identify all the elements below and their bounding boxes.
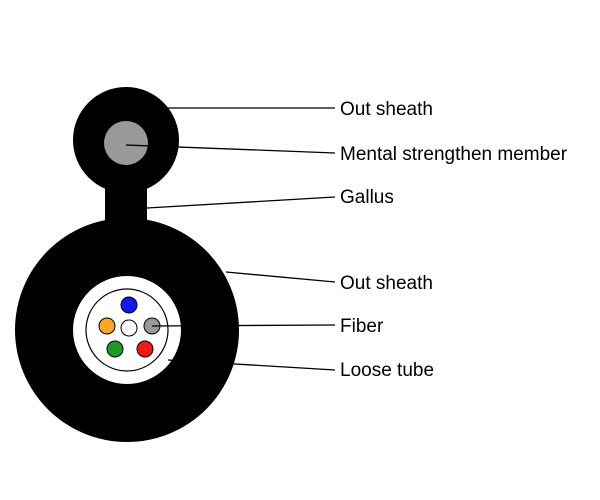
- fiber-blue: [120, 296, 138, 314]
- leader-line-gallus: [146, 196, 336, 209]
- label-cable-out-sheath: Out sheath: [340, 273, 433, 294]
- label-messenger-out-sheath: Out sheath: [340, 99, 433, 120]
- fiber-orange: [98, 317, 116, 335]
- fiber-red: [136, 340, 154, 358]
- label-loose-tube: Loose tube: [340, 360, 434, 381]
- leader-line-fiber: [151, 324, 336, 327]
- fiber-white: [120, 319, 138, 337]
- leader-line-loose-tube: [167, 359, 336, 371]
- metal-strength-member: [104, 121, 148, 165]
- loose-tube-ring: [85, 288, 169, 372]
- label-gallus: Gallus: [340, 187, 394, 208]
- label-strength-member: Mental strengthen member: [340, 144, 568, 165]
- fiber-green: [106, 340, 124, 358]
- leader-line-strength-member: [125, 144, 336, 154]
- label-fiber: Fiber: [340, 316, 384, 337]
- leader-line-cable-out-sheath: [225, 271, 336, 283]
